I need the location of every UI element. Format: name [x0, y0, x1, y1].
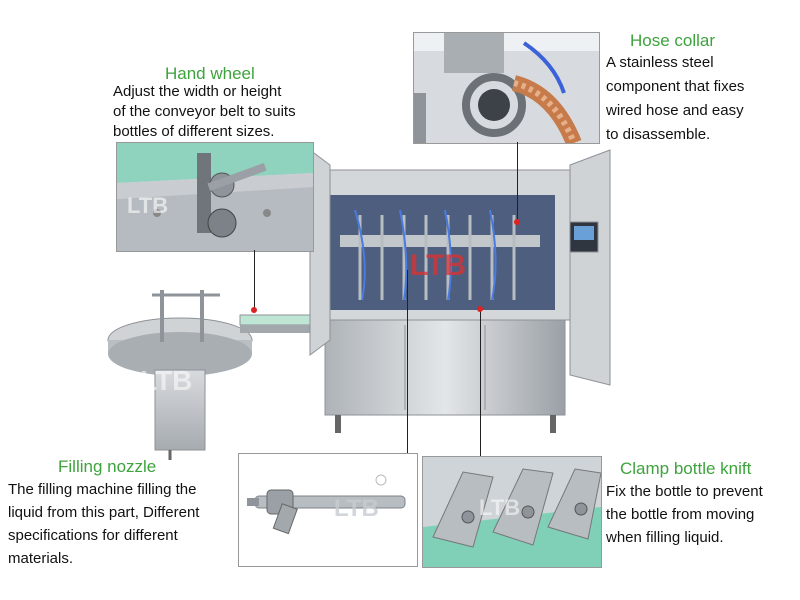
svg-text:LTB: LTB	[479, 495, 520, 520]
hand-wheel-photo: LTB	[116, 142, 314, 252]
filling-machine-illustration: LTB LTB	[100, 140, 640, 460]
hand-wheel-title: Hand wheel	[165, 64, 255, 83]
clamp-bottle-desc-line: the bottle from moving	[606, 506, 755, 523]
hand-wheel-description: Adjust the width or height of the convey…	[113, 82, 353, 142]
clamp-bottle-desc-line: when filling liquid.	[606, 529, 724, 546]
hose-collar-pointer	[514, 219, 520, 225]
clamp-bottle-photo: LTB	[422, 456, 602, 568]
filling-nozzle-desc-line: liquid from this part, Different	[8, 504, 200, 521]
hose-collar-leader	[517, 142, 518, 222]
clamp-bottle-leader	[480, 310, 481, 456]
hand-wheel-leader	[254, 250, 255, 310]
svg-text:LTB: LTB	[334, 495, 379, 522]
clamp-bottle-pointer	[477, 306, 483, 312]
hose-collar-desc-line: component that fixes	[606, 78, 745, 95]
hand-wheel-desc-line: bottles of different sizes.	[113, 123, 275, 140]
filling-nozzle-desc-line: The filling machine filling the	[8, 481, 197, 498]
hand-wheel-pointer	[251, 307, 257, 313]
clamp-bottle-title: Clamp bottle knift	[620, 459, 752, 478]
hose-collar-description: A stainless steel component that fixes w…	[606, 51, 796, 147]
clamp-bottle-desc-line: Fix the bottle to prevent	[606, 483, 763, 500]
hose-collar-title: Hose collar	[630, 31, 716, 50]
hand-wheel-desc-line: Adjust the width or height	[113, 83, 282, 100]
svg-text:LTB: LTB	[127, 193, 168, 218]
watermark-text: LTB	[410, 249, 466, 282]
filling-nozzle-title: Filling nozzle	[58, 457, 157, 476]
hose-collar-desc-line: A stainless steel	[606, 54, 714, 71]
filling-nozzle-desc-line: specifications for different	[8, 527, 178, 544]
hose-collar-desc-line: wired hose and easy	[606, 102, 744, 119]
filling-nozzle-desc-line: materials.	[8, 550, 74, 567]
clamp-bottle-description: Fix the bottle to prevent the bottle fro…	[606, 480, 796, 549]
filling-nozzle-description: The filling machine filling the liquid f…	[8, 478, 240, 570]
hose-collar-photo	[413, 32, 600, 144]
hand-wheel-desc-line: of the conveyor belt to suits	[113, 103, 296, 120]
filling-nozzle-photo: LTB	[238, 453, 418, 567]
hose-collar-desc-line: to disassemble.	[606, 126, 711, 143]
svg-text:LTB: LTB	[140, 365, 192, 396]
filling-nozzle-leader	[407, 270, 408, 453]
